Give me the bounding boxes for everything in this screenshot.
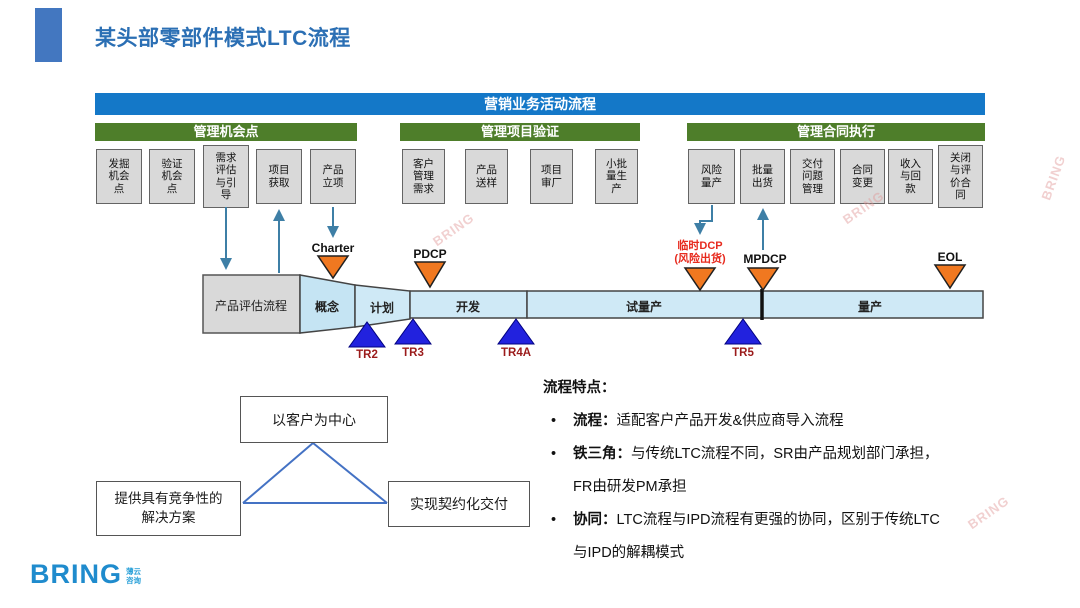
stage-label-evaluation: 产品评估流程 <box>214 299 288 313</box>
pdcp-milestone-triangle <box>413 261 447 289</box>
activity-box: 小批 量生 产 <box>595 149 638 204</box>
temp-dcp-milestone-triangle <box>683 267 717 292</box>
mpdcp-label: MPDCP <box>743 252 787 266</box>
activity-box: 客户 管理 需求 <box>402 149 445 204</box>
banner-marketing-process: 营销业务活动流程 <box>95 93 985 115</box>
activity-box: 产品 立项 <box>310 149 356 204</box>
eol-label: EOL <box>937 250 963 264</box>
stage-plan-shape <box>354 284 411 328</box>
activity-box: 关闭 与评 价合 同 <box>938 145 983 208</box>
bullet-icon: • <box>551 446 557 462</box>
tr5-label: TR5 <box>732 347 754 359</box>
charter-label: Charter <box>311 241 355 255</box>
triangle-box-competitive-solution: 提供具有竞争性的 解决方案 <box>96 481 241 536</box>
activity-box: 批量 出货 <box>740 149 785 204</box>
activity-box: 风险 量产 <box>688 149 735 204</box>
triangle-box-contract-delivery: 实现契约化交付 <box>388 481 530 527</box>
tr2-label: TR2 <box>356 349 378 361</box>
activity-box: 项目 获取 <box>256 149 302 204</box>
tr3-label: TR3 <box>402 347 424 359</box>
temp-dcp-label: 临时DCP (风险出货) <box>674 240 726 266</box>
logo-text: BRING <box>30 559 122 589</box>
triangle-box-customer-centric: 以客户为中心 <box>240 396 388 443</box>
tr2-triangle <box>348 321 386 348</box>
activity-box: 发掘 机会 点 <box>96 149 142 204</box>
bullet-icon: • <box>551 512 557 528</box>
feature-item-synergy: • 协同：LTC流程与IPD流程有更强的协同，区别于传统LTC 与IPD的解耦模… <box>543 504 1003 570</box>
feature-item-process: • 流程：适配客户产品开发&供应商导入流程 <box>543 405 1003 438</box>
features-list: • 流程：适配客户产品开发&供应商导入流程 • 铁三角：与传统LTC流程不同，S… <box>543 405 1003 570</box>
activity-box: 收入 与回 款 <box>888 149 933 204</box>
activity-box: 产品 送样 <box>465 149 508 204</box>
group-header-opportunity: 管理机会点 <box>95 123 357 141</box>
feature-item-iron-triangle: • 铁三角：与传统LTC流程不同，SR由产品规划部门承担， FR由研发PM承担 <box>543 438 1003 504</box>
stage-label-develop: 开发 <box>455 300 481 314</box>
activity-box: 交付 问题 管理 <box>790 149 835 204</box>
mpdcp-milestone-triangle <box>746 267 780 292</box>
bring-logo: BRING 薄云 咨询 <box>30 559 141 590</box>
activity-box: 验证 机会 点 <box>149 149 195 204</box>
activity-box: 项目 审厂 <box>530 149 573 204</box>
charter-milestone-triangle <box>316 255 350 280</box>
bullet-icon: • <box>551 413 557 429</box>
features-heading: 流程特点： <box>543 380 616 396</box>
title-accent-bar <box>35 8 62 62</box>
logo-subtext: 薄云 咨询 <box>126 567 141 586</box>
activity-box: 合同 变更 <box>840 149 885 204</box>
pdcp-label: PDCP <box>413 247 447 261</box>
stage-label-plan: 计划 <box>369 301 395 315</box>
arrow-risk-to-tempdcp <box>694 205 713 235</box>
stage-label-pilot: 试量产 <box>625 300 663 314</box>
process-features: 流程特点： • 流程：适配客户产品开发&供应商导入流程 • 铁三角：与传统LTC… <box>543 372 1003 570</box>
tr4a-triangle <box>497 318 535 345</box>
triangle-connector-lines <box>242 442 388 504</box>
group-header-project-validation: 管理项目验证 <box>400 123 640 141</box>
eol-milestone-triangle <box>933 264 967 290</box>
page-title: 某头部零部件模式LTC流程 <box>95 27 351 50</box>
group-header-contract-execution: 管理合同执行 <box>687 123 985 141</box>
tr4a-label: TR4A <box>500 347 532 359</box>
stage-pilot-shape <box>526 290 763 319</box>
stage-label-mass-production: 量产 <box>857 300 883 314</box>
tr5-triangle <box>724 318 762 345</box>
product-evaluation-box <box>202 274 301 334</box>
stage-label-concept: 概念 <box>314 300 340 314</box>
tr3-triangle <box>394 318 432 345</box>
stage-develop-shape <box>409 290 528 319</box>
